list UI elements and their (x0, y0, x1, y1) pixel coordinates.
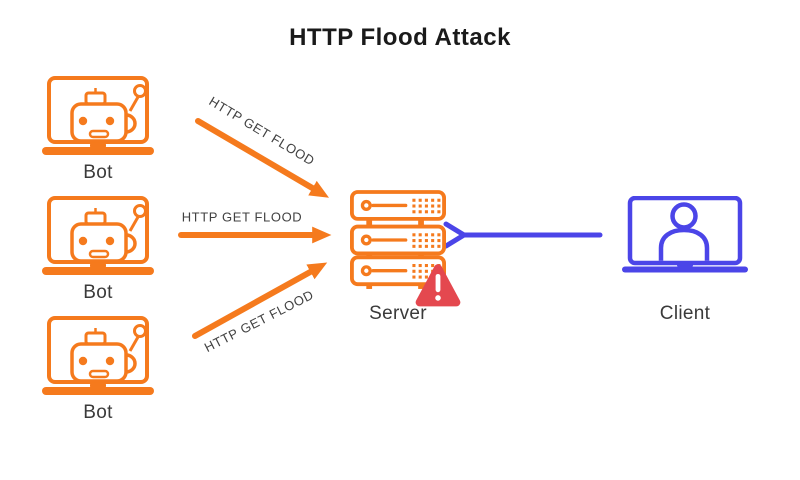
bot-label: Bot (83, 282, 113, 303)
server-label: Server (369, 303, 427, 324)
bot-laptop-icon (42, 196, 154, 275)
bot-node: Bot (42, 76, 154, 184)
client-laptop-icon (622, 196, 748, 273)
attack-arrow-1 (195, 118, 330, 198)
client-node: Client (622, 196, 748, 325)
bot-label: Bot (83, 162, 113, 183)
flow-label: HTTP GET FLOOD (181, 209, 303, 225)
server-rack-icon (350, 190, 446, 289)
bot-laptop-icon (42, 316, 154, 395)
attack-arrow-3 (192, 262, 328, 339)
warning-triangle-icon (415, 264, 461, 307)
bot-node: Bot (42, 316, 154, 424)
diagram-title: HTTP Flood Attack (289, 24, 511, 51)
server-node: Server (350, 190, 446, 325)
bot-label: Bot (83, 402, 113, 423)
client-label: Client (659, 303, 711, 324)
bot-laptop-icon (42, 76, 154, 155)
bot-node: Bot (42, 196, 154, 304)
